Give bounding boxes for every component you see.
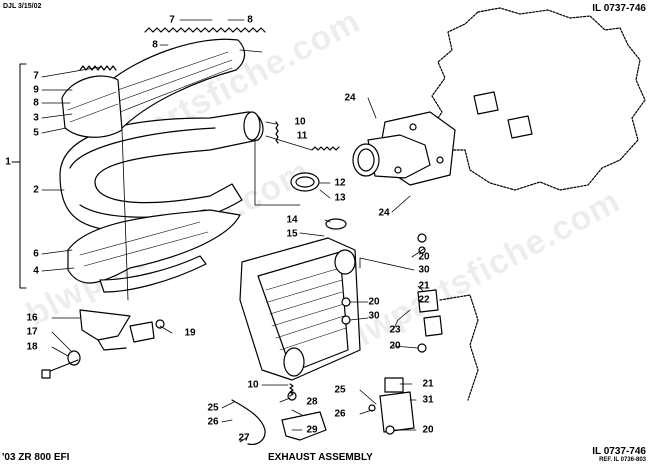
callout-9: 9 — [33, 85, 39, 96]
callout-29: 29 — [306, 425, 318, 436]
callout-2: 2 — [33, 185, 39, 196]
callout-21: 21 — [418, 281, 430, 292]
grommet — [325, 218, 347, 230]
callout-31: 31 — [422, 395, 434, 406]
callout-25: 25 — [207, 403, 219, 414]
mount-hardware — [341, 233, 443, 435]
lower-bracket — [281, 411, 327, 441]
callout-12: 12 — [334, 178, 346, 189]
callout-19: 19 — [184, 328, 196, 339]
callout-7: 7 — [33, 71, 39, 82]
spring-middle — [311, 146, 340, 151]
callout-23: 23 — [389, 325, 401, 336]
callout-30: 30 — [418, 265, 430, 276]
callout-20: 20 — [422, 425, 434, 436]
callout-20: 20 — [418, 252, 430, 263]
callout-20: 20 — [389, 341, 401, 352]
model-label: '03 ZR 800 EFI — [2, 452, 70, 463]
callout-13: 13 — [334, 193, 346, 204]
diagram-title: EXHAUST ASSEMBLY — [268, 452, 373, 463]
callout-3: 3 — [33, 113, 39, 124]
exhaust-ports — [473, 91, 533, 139]
chassis-outline — [439, 294, 479, 401]
callout-24: 24 — [344, 93, 356, 104]
callout-5: 5 — [33, 128, 39, 139]
spring-top — [144, 27, 266, 33]
spring-bottom — [289, 383, 294, 397]
group-bracket — [11, 63, 27, 289]
heat-shield-upper — [61, 38, 246, 138]
callout-14: 14 — [286, 215, 298, 226]
callout-1: 1 — [5, 157, 11, 168]
silencer — [239, 237, 361, 381]
callout-27: 27 — [238, 433, 250, 444]
callout-4: 4 — [33, 266, 39, 277]
callout-18: 18 — [26, 342, 38, 353]
callout-20: 20 — [368, 297, 380, 308]
reference-number: REF. IL 0736-803 — [599, 457, 646, 463]
heat-shield-lower — [67, 209, 241, 293]
washer — [287, 391, 297, 401]
callout-28: 28 — [306, 397, 318, 408]
callout-26: 26 — [334, 409, 346, 420]
engine-outline — [429, 7, 646, 191]
spring-side — [79, 65, 117, 71]
callout-15: 15 — [286, 229, 298, 240]
callout-25: 25 — [334, 385, 346, 396]
callout-6: 6 — [33, 249, 39, 260]
exhaust-manifold — [352, 111, 456, 186]
callout-11: 11 — [297, 131, 308, 142]
illustration-number-top: IL 0737-746 — [592, 3, 646, 14]
callout-7: 7 — [169, 15, 175, 26]
callout-16: 16 — [26, 313, 38, 324]
callout-8: 8 — [152, 40, 158, 51]
callout-8: 8 — [247, 15, 253, 26]
coupler — [290, 172, 320, 192]
callout-21: 21 — [422, 379, 434, 390]
callout-10: 10 — [247, 380, 259, 391]
callout-10: 10 — [294, 117, 306, 128]
leader-lines — [41, 19, 426, 443]
callout-8: 8 — [33, 98, 39, 109]
drawing-code: DJL 3/15/02 — [3, 3, 42, 10]
callout-30: 30 — [368, 311, 380, 322]
illustration-number-bottom: IL 0737-746 — [592, 446, 646, 457]
callout-22: 22 — [418, 295, 430, 306]
callout-26: 26 — [207, 417, 219, 428]
left-bracket — [41, 309, 165, 379]
cable — [231, 399, 266, 445]
callout-17: 17 — [26, 327, 38, 338]
callout-24: 24 — [378, 208, 390, 219]
